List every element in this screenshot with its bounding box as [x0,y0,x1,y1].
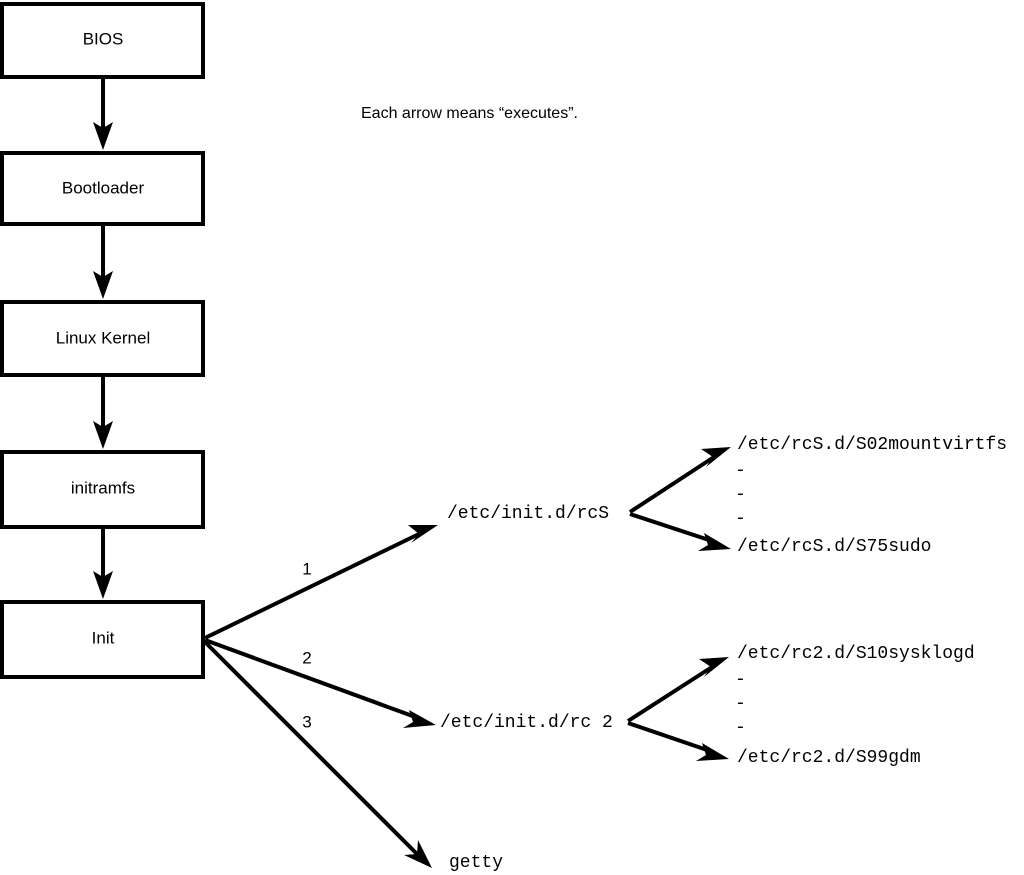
arrow-initramfs-to-init [93,528,113,599]
label-init-d-rc2: /etc/init.d/rc 2 [440,713,613,733]
rcs-ellipsis-dash-2: - [735,485,746,505]
arrow-init-branch-2 [204,638,436,728]
label-rc2-first-script: /etc/rc2.d/S10sysklogd [737,644,975,664]
label-rcs-first-script: /etc/rcS.d/S02mountvirtfs [737,435,1007,455]
label-getty: getty [449,853,503,873]
box-linux-kernel-rect [0,300,205,377]
rc2-ellipsis-dash-1: - [735,670,746,690]
rc2-ellipsis-dash-2: - [735,694,746,714]
box-bootloader-rect [0,151,205,226]
arrow-rcs-to-first-script [628,447,731,514]
arrow-rc2-to-last-script [627,721,729,761]
caption-label: Each arrow means “executes”. [361,105,578,122]
box-initramfs-rect [0,450,205,529]
box-bios-rect [0,2,205,79]
edge-number-1: 1 [302,559,311,578]
arrow-kernel-to-initramfs [93,376,113,449]
box-initramfs-label: initramfs [71,478,135,497]
label-rc2-last-script: /etc/rc2.d/S99gdm [737,748,921,768]
label-rcs-last-script: /etc/rcS.d/S75sudo [737,537,931,557]
arrow-bootloader-to-kernel [93,226,113,299]
box-init-label: Init [92,628,115,647]
edge-number-3: 3 [302,712,311,731]
arrow-init-branch-3 [203,640,432,868]
arrow-rcs-to-last-script [629,512,731,551]
box-bios: BIOS [0,2,205,79]
rcs-ellipsis-dash-1: - [735,461,746,481]
arrow-bios-to-bootloader [93,78,113,150]
box-init-rect [0,600,205,679]
box-linux-kernel-label: Linux Kernel [56,328,151,347]
arrow-init-branch-1 [204,525,438,640]
box-initramfs: initramfs [0,450,205,529]
rc2-ellipsis-dash-3: - [735,718,746,738]
arrow-rc2-to-first-script [626,657,729,723]
label-init-d-rcs: /etc/init.d/rcS [447,504,609,524]
box-bios-label: BIOS [83,29,124,48]
box-bootloader: Bootloader [0,151,205,226]
box-bootloader-label: Bootloader [62,178,145,197]
box-init: Init [0,600,205,679]
rcs-ellipsis-dash-3: - [735,509,746,529]
box-linux-kernel: Linux Kernel [0,300,205,377]
edge-number-2: 2 [302,648,311,667]
